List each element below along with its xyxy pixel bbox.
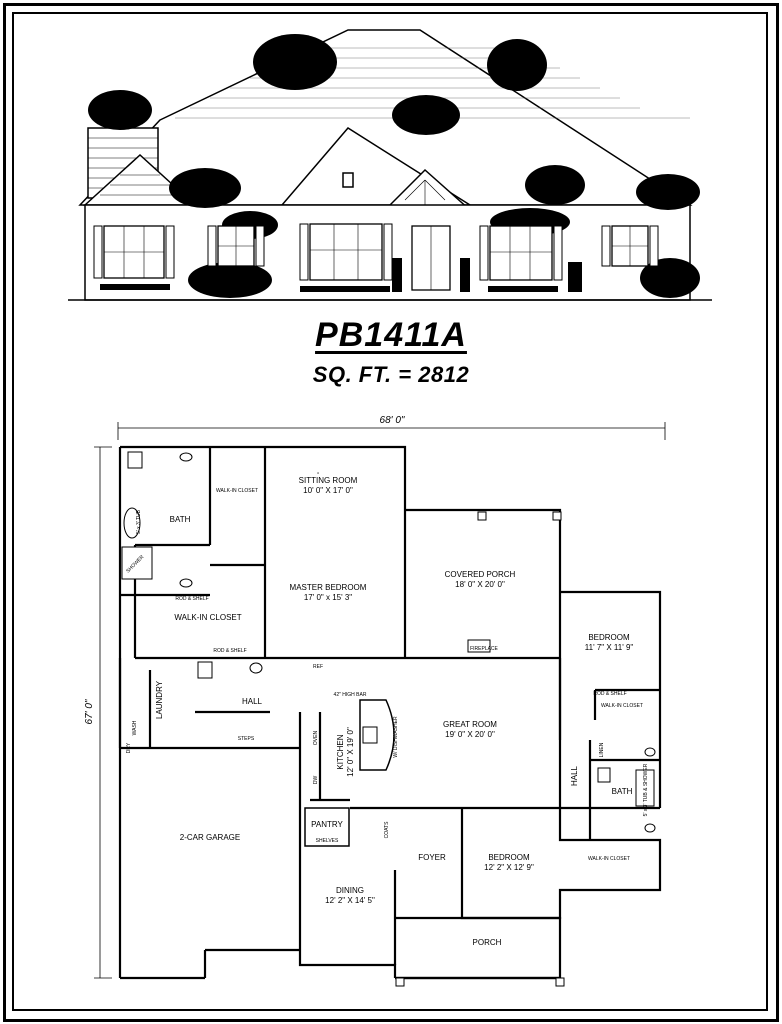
wash-label: WASH (132, 720, 138, 735)
dining-size: 12' 2" X 14' 5" (325, 896, 375, 905)
stone-base (100, 258, 582, 292)
walkin-closet-lower-bedroom: WALK-IN CLOSET (588, 856, 630, 862)
sitting-room-size: 10' 0" X 17' 0" (303, 486, 353, 495)
tub-label: 5' x 3' TUB (136, 509, 142, 534)
shelves-label: SHELVES (316, 838, 339, 844)
rod-shelf-master-closet: ROD & SHELF (213, 648, 246, 654)
walkin-closet-upper-bedroom: WALK-IN CLOSET (601, 703, 643, 709)
window-center (309, 223, 383, 281)
sitting-room-name: SITTING ROOM (299, 476, 358, 485)
rod-shelf-upper-bedroom: ROD & SHELF (593, 691, 626, 697)
covered-porch-size: 18' 0" X 20' 0" (455, 580, 505, 589)
bar-label: 42" HIGH BAR (334, 692, 367, 698)
linen-label: LINEN (599, 742, 605, 757)
hall-bath-name: BATH (612, 787, 633, 796)
dry-label: DRY (126, 742, 132, 753)
kitchen-size: 12' 0" X 19' 0" (346, 727, 355, 777)
island-label: W/ DISHWASHER (393, 716, 399, 758)
rod-shelf-master-bath: ROD & SHELF (175, 596, 208, 602)
oven-label: OVEN (313, 731, 319, 746)
ref-label: REF (313, 664, 323, 670)
width-dimension: 68' 0" (380, 415, 405, 426)
fireplace-label: FIREPLACE (470, 646, 498, 652)
garage-name: 2-CAR GARAGE (180, 833, 240, 842)
front-elevation (68, 29, 712, 301)
plan-title: PB1411A (315, 316, 467, 354)
coats-label: COATS (384, 821, 390, 839)
great-room-name: GREAT ROOM (443, 720, 497, 729)
bedroom-upper-size: 11' 7" X 11' 9" (585, 643, 634, 652)
laundry-name: LAUNDRY (155, 680, 164, 719)
bedroom-upper-name: BEDROOM (588, 633, 630, 642)
gable-vent (342, 172, 354, 188)
master-bath-name: BATH (170, 515, 191, 524)
walkin-closet-master-upper: WALK-IN CLOSET (216, 488, 258, 494)
square-footage: SQ. FT. = 2812 (312, 362, 470, 387)
covered-porch-name: COVERED PORCH (445, 570, 516, 579)
master-bedroom-size: 17' 0" x 15' 3" (304, 593, 352, 602)
bedroom-lower-size: 12' 2" X 12' 9" (484, 863, 534, 872)
right-hall-name: HALL (570, 765, 579, 786)
kitchen-name: KITCHEN (336, 734, 345, 769)
hall-name: HALL (242, 697, 263, 706)
foyer-name: FOYER (418, 853, 446, 862)
outer-border (3, 3, 779, 1022)
walkin-closet-master: WALK-IN CLOSET (174, 613, 241, 622)
bedroom-lower-name: BEDROOM (488, 853, 530, 862)
great-room-size: 19' 0" X 20' 0" (445, 730, 495, 739)
pantry-name: PANTRY (311, 820, 343, 829)
dining-name: DINING (336, 886, 364, 895)
dishwasher-label: DW (313, 776, 319, 785)
porch-name: PORCH (473, 938, 502, 947)
depth-dimension: 67' 0" (84, 699, 95, 724)
steps-label: STEPS (238, 736, 255, 742)
inner-border (12, 12, 768, 1011)
tub-shower-label: 5' x 3' TUB & SHOWER (643, 763, 649, 816)
master-bedroom-name: MASTER BEDROOM (290, 583, 367, 592)
window-right (489, 225, 553, 281)
